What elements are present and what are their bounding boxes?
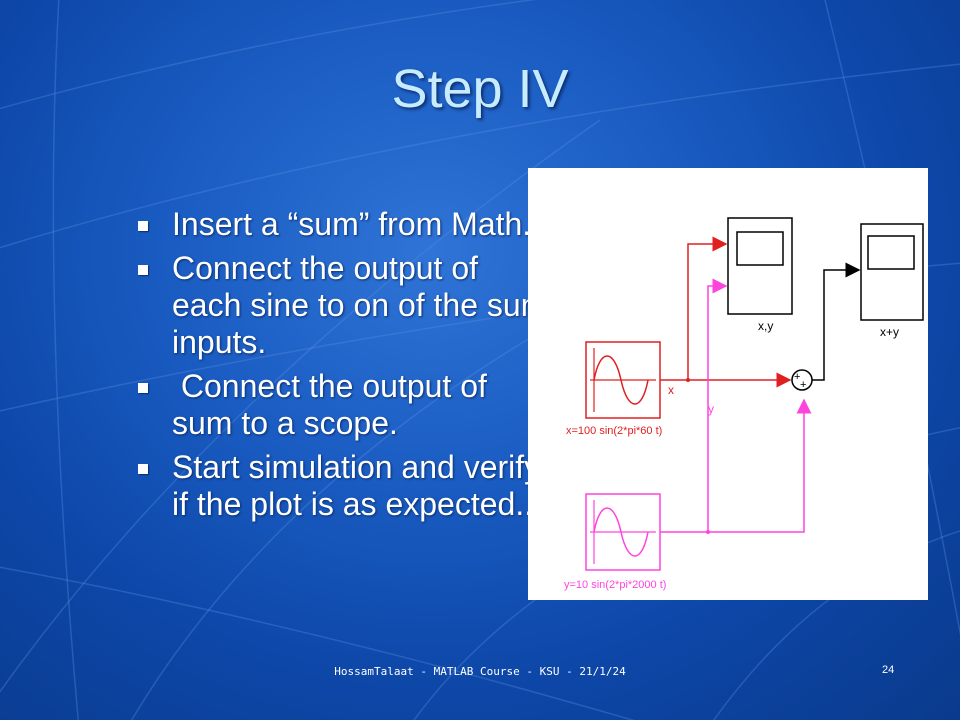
signal-x-wire — [660, 236, 792, 388]
slide-title: Step IV — [391, 59, 569, 119]
signal-x-label: x — [668, 383, 674, 397]
scope-xy-label: x,y — [758, 319, 773, 333]
sine-wave-x-label: x=100 sin(2*pi*60 t) — [566, 425, 662, 437]
bullet-text: Connect the output of sum to a scope. — [172, 368, 487, 441]
simulink-diagram: x,y x+y x=100 sin(2*pi*60 t) — [528, 168, 928, 600]
scope-x-plus-y-label: x+y — [880, 325, 899, 339]
signal-y-label: y — [708, 402, 714, 416]
sine-wave-x — [585, 341, 661, 419]
sum-sign-2: + — [800, 379, 806, 391]
slide-footer: HossamTalaat - MATLAB Course - KSU - 21/… — [334, 665, 626, 678]
sum-sign-1: + — [794, 371, 800, 383]
bullet-item: Connect the output of each sine to on of… — [134, 250, 554, 361]
sine-wave-y-label: y=10 sin(2*pi*2000 t) — [564, 579, 666, 591]
bullet-square-icon — [138, 221, 148, 231]
signal-y-wire — [660, 278, 812, 533]
bullet-item: Start simulation and verify if the plot … — [134, 449, 554, 523]
bullet-text: Connect the output of each sine to on of… — [172, 250, 548, 360]
page-number: 24 — [882, 664, 895, 676]
bullet-text: Insert a “sum” from Math. — [172, 206, 532, 242]
bullet-square-icon — [138, 383, 148, 393]
bullet-text: Start simulation and verify if the plot … — [172, 449, 541, 522]
sum-block: + + — [791, 369, 813, 391]
bullet-item: Connect the output of sum to a scope. — [134, 368, 554, 442]
bullet-item: Insert a “sum” from Math. — [134, 206, 554, 243]
bullet-square-icon — [138, 265, 148, 275]
scope-x-plus-y — [860, 223, 924, 321]
sum-output-wire — [812, 262, 861, 381]
scope-xy — [727, 217, 793, 315]
bullet-square-icon — [138, 464, 148, 474]
sine-wave-y — [585, 493, 661, 571]
bullet-list: Insert a “sum” from Math. Connect the ou… — [134, 206, 554, 530]
